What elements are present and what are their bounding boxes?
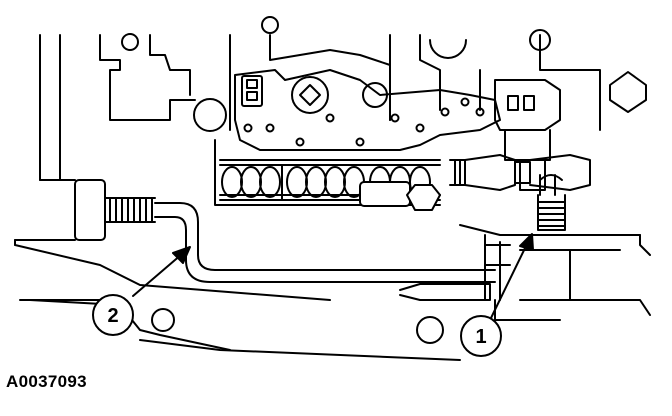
callout-2: 2 — [92, 294, 134, 336]
shift-solenoid-connector — [494, 79, 561, 191]
manual-valve-lever — [234, 69, 501, 151]
leader-line-1 — [490, 241, 529, 319]
valve-plunger-spring — [449, 154, 591, 196]
housing-outline — [14, 33, 196, 301]
pressure-port-fitting — [537, 174, 566, 231]
transmission-case — [14, 224, 651, 361]
figure-id-label: A0037093 — [6, 372, 87, 391]
callout-leaders — [132, 233, 534, 319]
leader-line-2 — [132, 253, 183, 297]
detent-spring — [74, 179, 156, 241]
fluid-line-tube — [154, 202, 496, 283]
accumulator-assembly — [214, 139, 441, 211]
callout-1-number: 1 — [475, 326, 486, 348]
leader-arrowhead-1 — [519, 233, 534, 251]
valve-body-casting — [193, 16, 647, 132]
callout-2-number: 2 — [107, 305, 118, 327]
callout-1: 1 — [460, 315, 502, 357]
leader-arrowhead-2 — [172, 246, 191, 264]
